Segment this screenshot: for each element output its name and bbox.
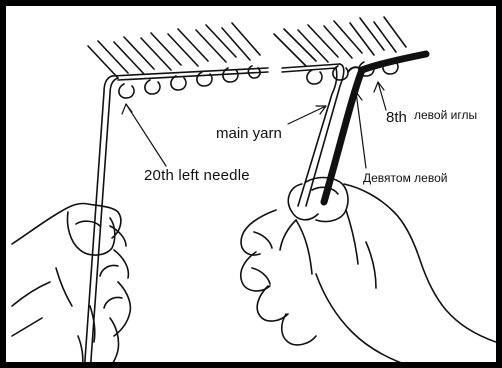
label-main-yarn: main yarn: [216, 126, 282, 141]
right-needle-bed: [274, 17, 406, 84]
label-8th: 8th: [386, 110, 407, 125]
right-hand-drawing: [241, 178, 502, 368]
label-20th-left-needle: 20th left needle: [144, 168, 250, 183]
left-needle-bed: [88, 23, 260, 98]
right-transfer-tool: [282, 64, 344, 206]
knitting-illustration: [6, 6, 502, 368]
left-transfer-tool: [84, 68, 268, 368]
label-ru-left-needle: левой иглы: [414, 109, 477, 121]
label-ru-ninth-left: Девятом левой: [363, 172, 447, 184]
left-hand-drawing: [12, 203, 130, 368]
